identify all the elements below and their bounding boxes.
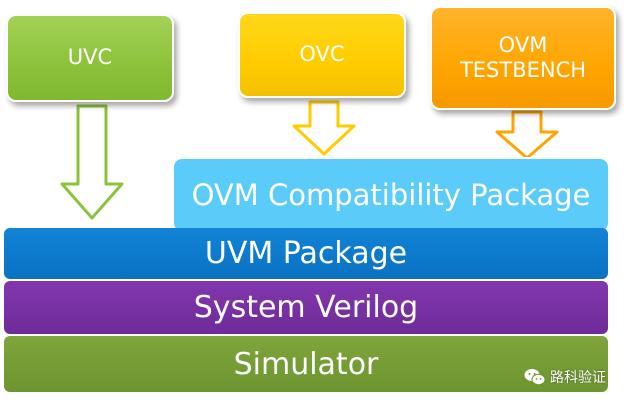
uvm-package-label: UVM Package xyxy=(204,236,408,271)
ovc-label: OVC xyxy=(299,42,345,67)
ovc-box: OVC xyxy=(238,12,406,98)
simulator-layer: Simulator xyxy=(4,336,608,392)
system-verilog-label: System Verilog xyxy=(193,290,419,325)
system-verilog-layer: System Verilog xyxy=(4,281,608,334)
ovm-testbench-label-line1: OVM xyxy=(498,32,548,57)
uvc-down-arrow-icon xyxy=(60,104,124,220)
uvc-box: UVC xyxy=(6,14,174,102)
watermark-text: 路科验证 xyxy=(550,370,606,386)
simulator-label: Simulator xyxy=(233,346,379,382)
ovm-testbench-label-line2: TESTBENCH xyxy=(459,58,587,82)
watermark: 路科验证 xyxy=(524,367,606,387)
ovm-testbench-down-arrow-icon xyxy=(495,110,559,160)
ovm-compatibility-package-box: OVM Compatibility Package xyxy=(172,157,610,233)
ovm-compatibility-package-label: OVM Compatibility Package xyxy=(191,178,591,212)
ovm-testbench-box: OVM TESTBENCH xyxy=(430,6,616,110)
wechat-icon xyxy=(524,369,546,386)
uvm-package-layer: UVM Package xyxy=(4,228,608,279)
ovc-down-arrow-icon xyxy=(292,100,356,156)
uvc-label: UVC xyxy=(67,45,113,70)
